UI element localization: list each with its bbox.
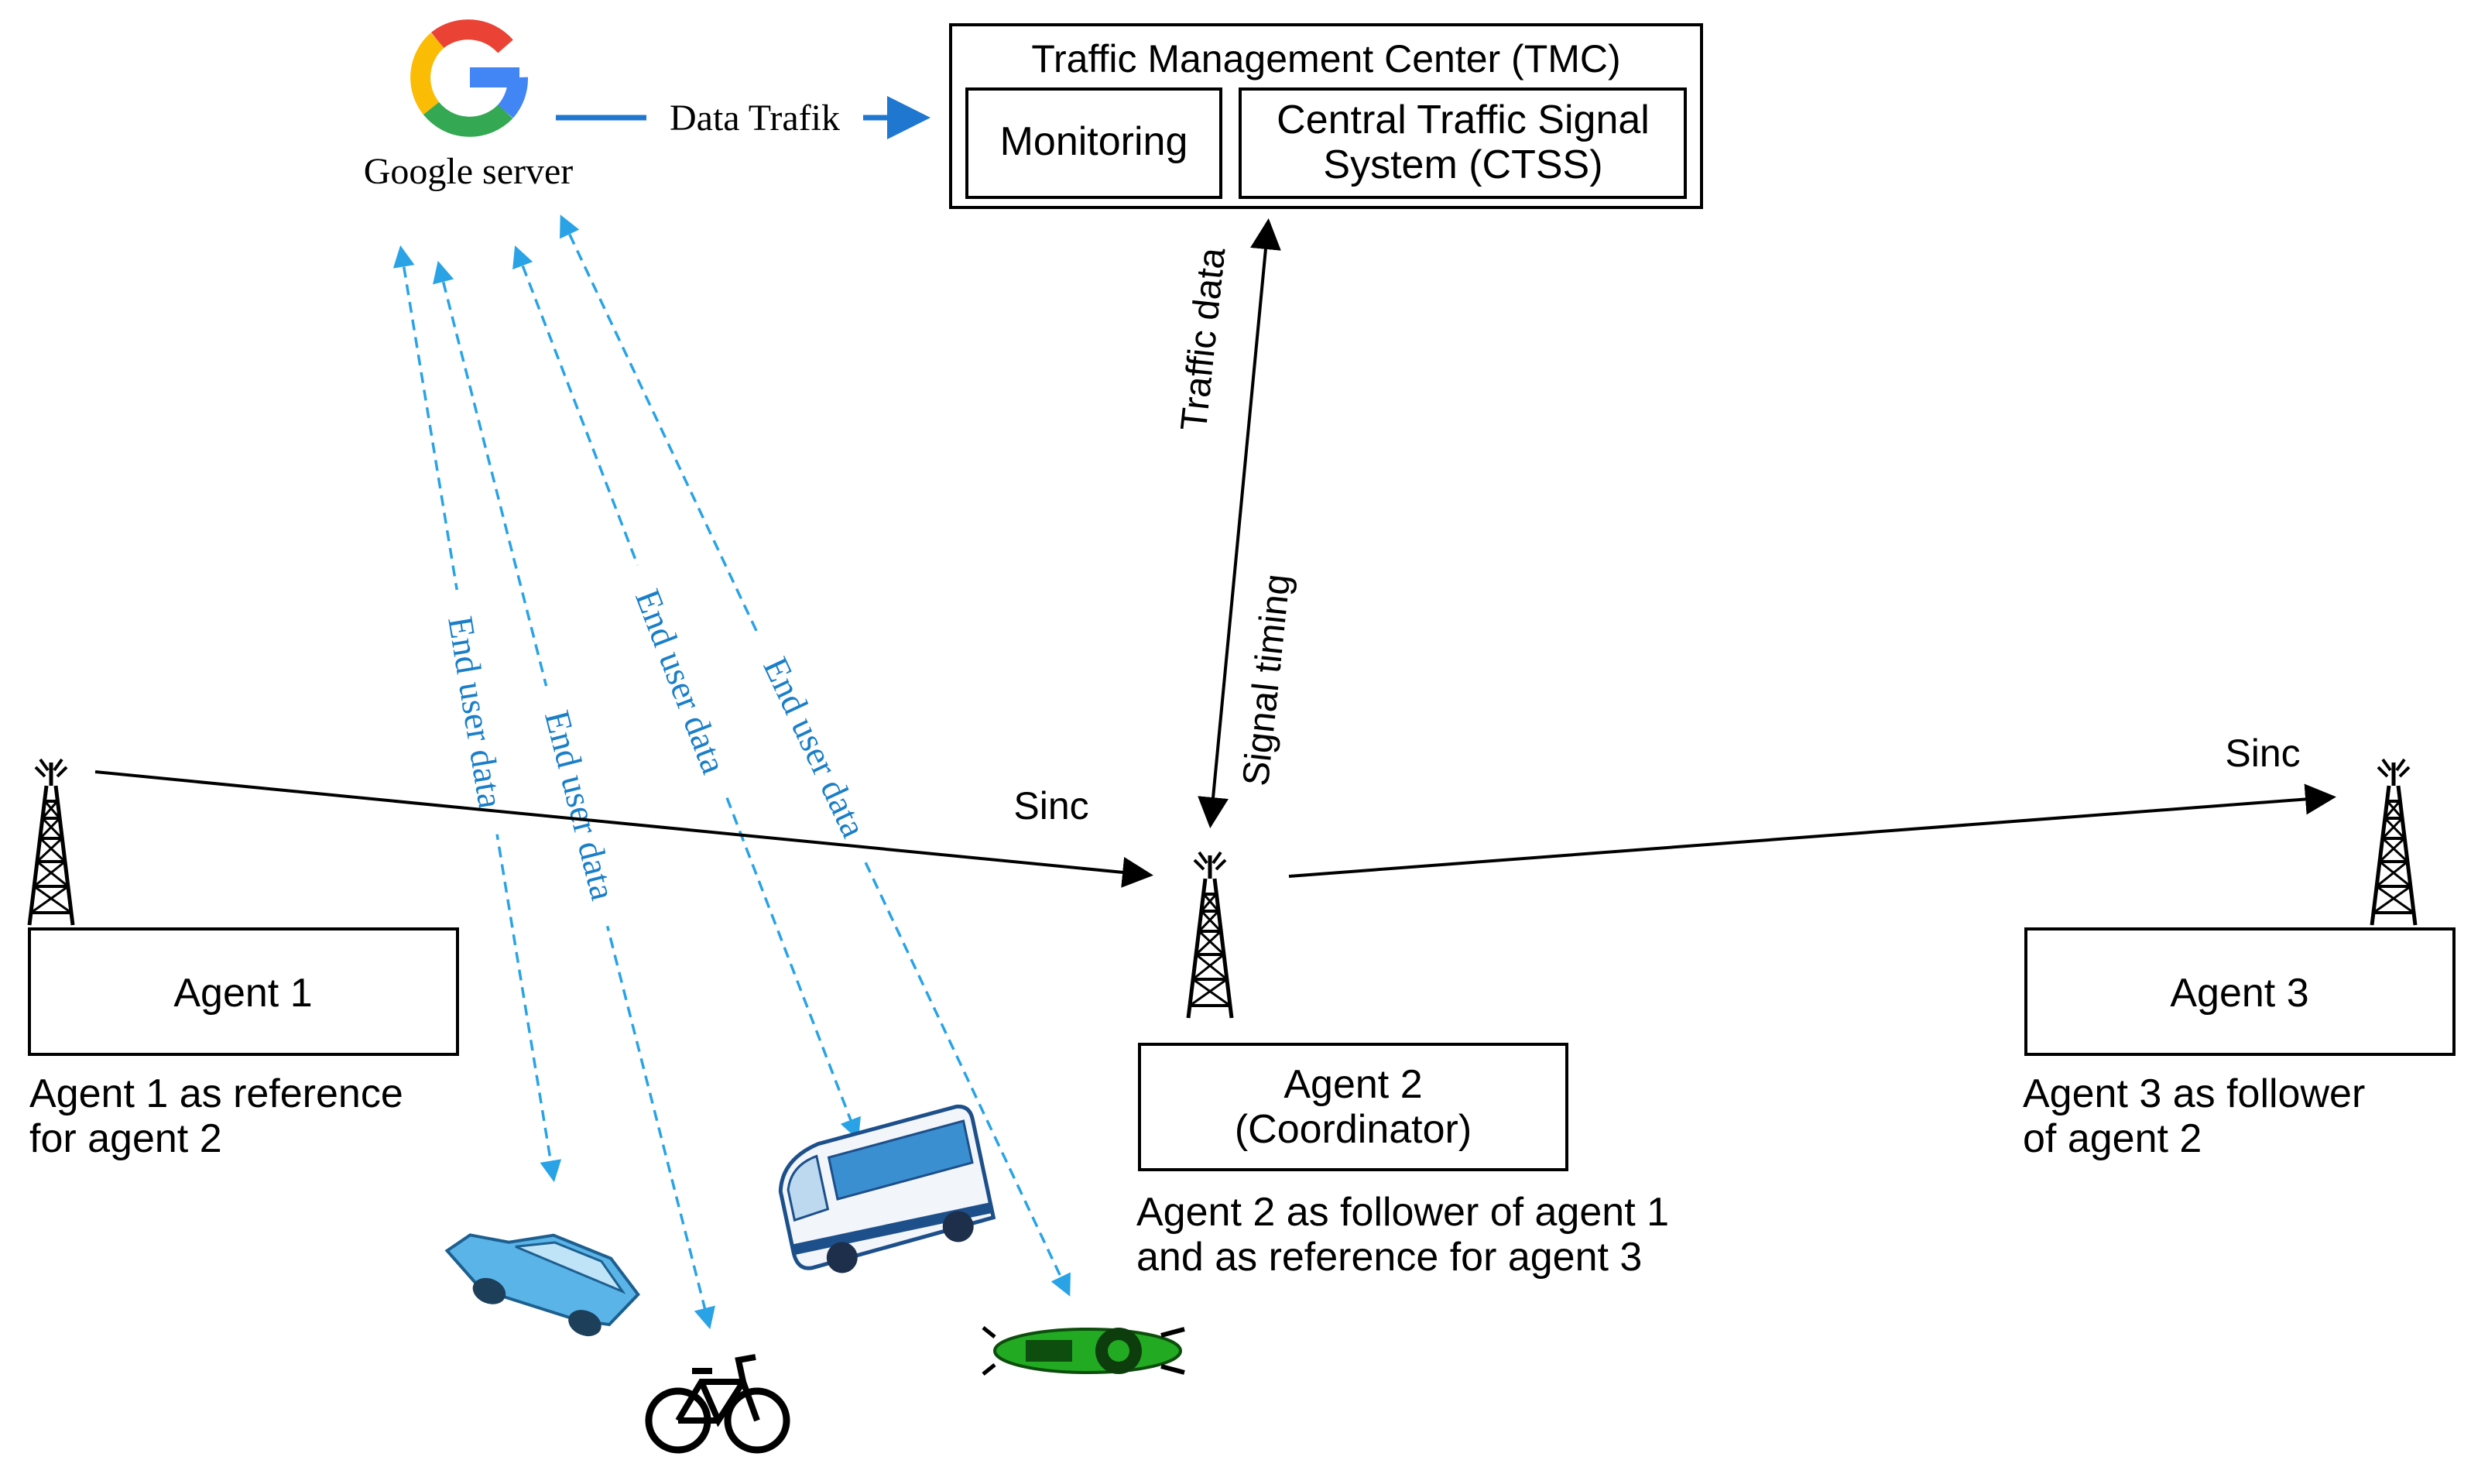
- sinc-arrow-agent2-agent3: [1288, 783, 2336, 878]
- sinc-links: Sinc Sinc: [94, 732, 2336, 888]
- google-logo-icon: [410, 19, 528, 137]
- agent-1-caption-line1: Agent 1 as reference: [29, 1071, 403, 1116]
- agent-1-name: Agent 1: [173, 971, 312, 1016]
- agent-3-caption-line1: Agent 3 as follower: [2023, 1071, 2365, 1116]
- radio-tower-icon: [2372, 759, 2415, 925]
- agent-3: Agent 3 Agent 3 as follower of agent 2: [2023, 927, 2456, 1161]
- agent-3-name: Agent 3: [2170, 971, 2308, 1016]
- radio-tower-icon: [1188, 852, 1232, 1018]
- traffic-data-label: Traffic data: [1174, 245, 1234, 433]
- sinc-label-left: Sinc: [1013, 784, 1088, 828]
- bus-icon: [778, 1104, 996, 1273]
- ctss-box: Central Traffic Signal System (CTSS): [1239, 87, 1687, 199]
- sinc-arrow-agent1-agent2: [94, 770, 1153, 888]
- end-user-data-label-4: End user data: [756, 651, 874, 843]
- tmc-box: Traffic Management Center (TMC) Monitori…: [949, 23, 1703, 209]
- tmc-title: Traffic Management Center (TMC): [1031, 37, 1620, 81]
- ctss-label-line1: Central Traffic Signal: [1277, 98, 1650, 142]
- google-server: Google server: [364, 19, 574, 192]
- agent-2-role: (Coordinator): [1235, 1107, 1472, 1152]
- ctss-label-line2: System (CTSS): [1323, 142, 1602, 187]
- data-trafik-label: Data Trafik: [670, 98, 840, 139]
- tmc-agent2-link: Traffic data Signal timing: [1174, 218, 1298, 828]
- agent-1-caption-line2: for agent 2: [29, 1116, 222, 1161]
- end-user-data-label-1: End user data: [440, 613, 511, 811]
- monitoring-label: Monitoring: [1000, 119, 1188, 164]
- car-icon: [444, 1233, 640, 1337]
- end-user-data-label-3: End user data: [628, 584, 734, 779]
- motorbike-icon: [982, 1326, 1185, 1376]
- agent-3-caption-line2: of agent 2: [2023, 1116, 2202, 1161]
- agent-2-caption-line2: and as reference for agent 3: [1136, 1235, 1642, 1280]
- agent-1: Agent 1 Agent 1 as reference for agent 2: [28, 927, 459, 1161]
- traffic-signal-arrow: [1198, 218, 1281, 828]
- agent-2-name: Agent 2: [1283, 1062, 1422, 1107]
- end-user-data-label-2: End user data: [537, 707, 623, 904]
- bicycle-icon: [645, 1354, 790, 1454]
- sinc-label-right: Sinc: [2225, 732, 2300, 775]
- google-server-label: Google server: [364, 151, 574, 192]
- data-trafik-link: Data Trafik: [556, 94, 930, 141]
- agent-2-caption-line1: Agent 2 as follower of agent 1: [1136, 1190, 1669, 1235]
- monitoring-box: Monitoring: [965, 87, 1222, 199]
- signal-timing-label: Signal timing: [1236, 572, 1298, 788]
- radio-tower-icon: [29, 759, 73, 925]
- agent-2: Agent 2 (Coordinator) Agent 2 as followe…: [1136, 1043, 1669, 1280]
